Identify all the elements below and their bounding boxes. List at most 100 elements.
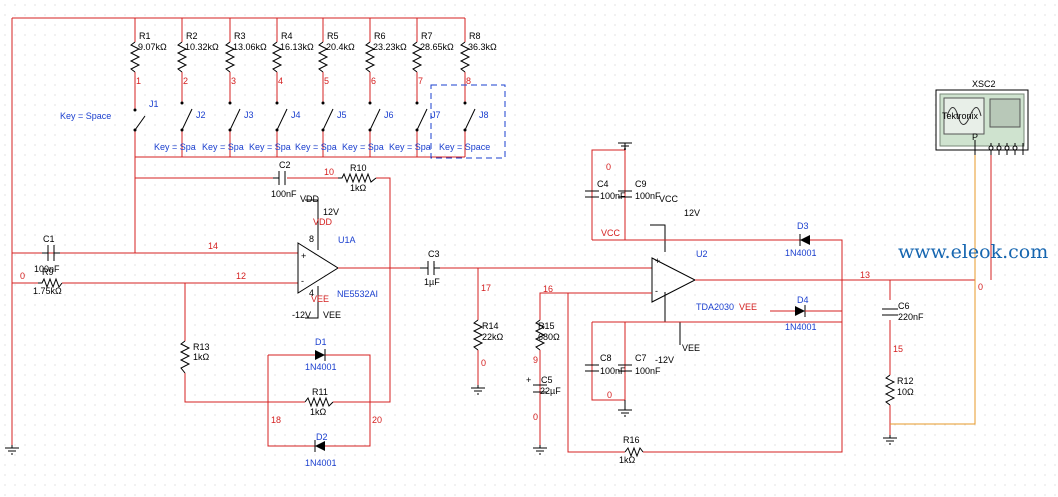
ladder-value: 9.07kΩ <box>138 42 167 52</box>
switch-key: Key = Spa <box>295 142 337 152</box>
svg-text:12: 12 <box>236 271 246 281</box>
svg-text:-: - <box>655 286 658 296</box>
svg-text:R16: R16 <box>623 435 640 445</box>
svg-text:1N4001: 1N4001 <box>785 322 817 332</box>
svg-text:12V: 12V <box>323 207 339 217</box>
svg-text:20: 20 <box>372 415 382 425</box>
ladder-node: 4 <box>278 76 283 86</box>
switch-key: Key = Spa <box>154 142 196 152</box>
ladder-value: 28.65kΩ <box>420 42 454 52</box>
svg-text:1N4001: 1N4001 <box>305 362 337 372</box>
switch-label: J3 <box>244 110 254 120</box>
c2-capacitor: C2 100nF <box>271 160 297 199</box>
ladder-ref: R6 <box>374 31 386 41</box>
svg-text:22µF: 22µF <box>540 386 561 396</box>
switch-key: Key = Spa <box>202 142 244 152</box>
ladder-ref: R3 <box>234 31 246 41</box>
supply-caps-bottom: C8 100nF C7 100nF <box>585 353 661 417</box>
switch-label: J1 <box>149 99 159 109</box>
svg-text:100nF: 100nF <box>271 189 297 199</box>
d1-diode: D1 1N4001 <box>305 337 337 372</box>
svg-text:100nF: 100nF <box>635 191 661 201</box>
switch-label: J8 <box>479 110 489 120</box>
svg-text:10Ω: 10Ω <box>897 387 914 397</box>
svg-text:C8: C8 <box>600 353 612 363</box>
key-label-j8: Key = Space <box>439 142 490 152</box>
svg-text:220nF: 220nF <box>898 312 924 322</box>
svg-text:VEE: VEE <box>739 302 757 312</box>
d3-diode: D3 1N4001 <box>785 221 817 258</box>
j8-selection-box <box>430 84 506 159</box>
switch-key: Key = Spa <box>249 142 291 152</box>
svg-text:D3: D3 <box>797 221 809 231</box>
ladder-ref: R2 <box>186 31 198 41</box>
svg-text:0: 0 <box>606 162 611 172</box>
svg-text:Tektronix: Tektronix <box>942 111 979 121</box>
r10-resistor: R10 1kΩ <box>338 163 377 193</box>
svg-text:C5: C5 <box>541 375 553 385</box>
ladder-node: 1 <box>136 76 141 86</box>
ladder-node: 5 <box>324 76 329 86</box>
svg-text:C3: C3 <box>428 249 440 259</box>
svg-text:0: 0 <box>20 271 25 281</box>
r12-resistor: R12 10Ω <box>883 374 914 445</box>
svg-text:13: 13 <box>860 270 870 280</box>
r14-resistor: R14 22kΩ <box>471 319 504 395</box>
svg-text:-12V: -12V <box>292 310 311 320</box>
svg-text:R15: R15 <box>538 321 555 331</box>
svg-text:C6: C6 <box>898 301 910 311</box>
svg-text:P: P <box>972 132 978 142</box>
svg-text:TDA2030: TDA2030 <box>696 302 734 312</box>
svg-text:C1: C1 <box>43 234 55 244</box>
switch-label: J2 <box>196 110 206 120</box>
u2-input-wire <box>440 267 652 385</box>
svg-text:+: + <box>655 256 660 266</box>
d2-diode: D2 1N4001 <box>305 432 337 468</box>
svg-text:U2: U2 <box>696 249 708 259</box>
svg-text:D2: D2 <box>316 432 328 442</box>
scope-probe-wire <box>890 155 976 425</box>
svg-text:R14: R14 <box>482 321 499 331</box>
switch-j1[interactable]: J1 <box>133 99 159 132</box>
svg-text:VDD: VDD <box>313 217 333 227</box>
ladder-node: 6 <box>371 76 376 86</box>
ladder-value: 23.23kΩ <box>373 42 407 52</box>
svg-text:VCC: VCC <box>601 228 621 238</box>
c1-capacitor: C1 100nF <box>34 234 60 274</box>
svg-text:4: 4 <box>309 288 314 298</box>
ladder-ref: R4 <box>281 31 293 41</box>
svg-text:D4: D4 <box>797 295 809 305</box>
svg-text:0: 0 <box>481 358 486 368</box>
svg-text:+: + <box>301 251 306 261</box>
d4-diode: D4 1N4001 <box>770 295 842 332</box>
svg-text:1N4001: 1N4001 <box>305 458 337 468</box>
r13-resistor: R13 1kΩ <box>179 340 210 374</box>
svg-text:VDD: VDD <box>300 194 320 204</box>
switch-j8[interactable]: J8 <box>463 101 489 132</box>
ladder-node: 3 <box>231 76 236 86</box>
svg-text:100nF: 100nF <box>600 366 626 376</box>
svg-text:1kΩ: 1kΩ <box>350 183 367 193</box>
feedback-network <box>267 354 371 447</box>
svg-text:100nF: 100nF <box>635 366 661 376</box>
svg-text:16: 16 <box>543 284 553 294</box>
ladder-node: 2 <box>183 76 188 86</box>
ladder-value: 10.32kΩ <box>185 42 219 52</box>
net-labels: 10 14 12 0 17 0 16 9 0 18 20 0 0 13 15 0 <box>20 162 983 425</box>
ladder-value: 36.3kΩ <box>468 42 497 52</box>
svg-text:R10: R10 <box>350 163 367 173</box>
svg-text:1kΩ: 1kΩ <box>310 407 327 417</box>
svg-text:9: 9 <box>533 355 538 365</box>
